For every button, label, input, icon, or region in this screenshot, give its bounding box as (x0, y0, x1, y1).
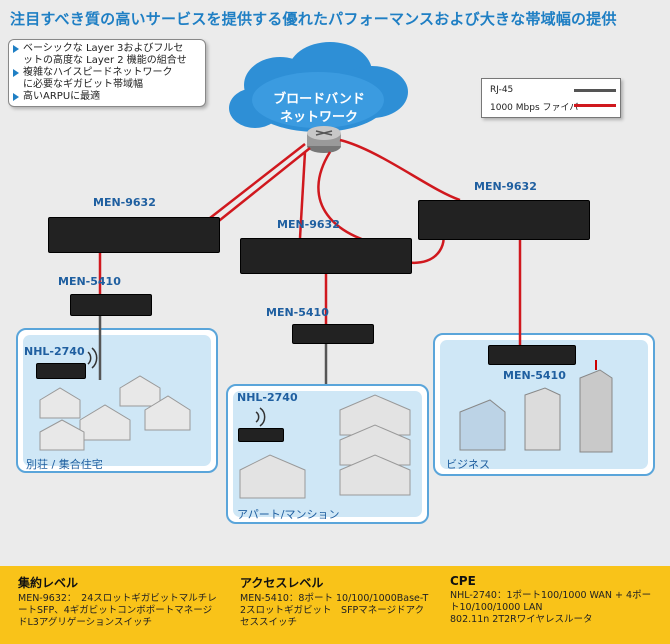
bullet-arrow-icon (13, 69, 19, 77)
device-label: MEN-5410 (266, 306, 329, 319)
office-building-icon (459, 360, 613, 453)
router-icon (307, 126, 341, 153)
bullet-arrow-icon (13, 93, 19, 101)
device-label: MEN-5410 (58, 275, 121, 288)
footer-panel: 集約レベル MEN-9632： 24スロットギガビットマルチレ ートSFP、4ギ… (0, 566, 670, 644)
footer-column: アクセスレベル MEN-5410：8ポート 10/100/1000Base-T … (240, 574, 450, 629)
men9632-left-device (48, 217, 220, 253)
footer-text: NHL-2740：1ポート100/1000 WAN + 4ポー (450, 590, 652, 601)
footer-text: セススイッチ (240, 617, 298, 628)
footer-text: MEN-9632： 24スロットギガビットマルチレ (18, 593, 217, 604)
bullet-arrow-icon (13, 45, 19, 53)
footer-text: 802.11n 2T2Rワイヤレスルータ (450, 614, 593, 625)
men5410-left-device (70, 294, 152, 316)
feature-text: ットの高度な Layer 2 機能の組合せ (23, 55, 187, 66)
zone-label: ビジネス (446, 458, 490, 471)
footer-text: ートSFP、4ギガビットコンボポートマネージ (18, 605, 213, 616)
zone-label: アパート/マンション (237, 508, 340, 521)
men5410-center-device (292, 324, 374, 344)
zone-label: 別荘 / 集合住宅 (26, 458, 103, 471)
feature-text: 高いARPUに最適 (23, 91, 101, 102)
footer-text: ト10/100/1000 LAN (450, 602, 543, 613)
men9632-right-device (418, 200, 590, 240)
cloud-label-line1: ブロードバンド (273, 92, 365, 107)
network-diagram (39, 42, 613, 499)
footer-heading: CPE (450, 574, 476, 588)
men5410-right-device (488, 345, 576, 365)
men9632-center-device (240, 238, 412, 274)
apartment-icon (239, 394, 411, 499)
nhl2740-center-device (238, 428, 284, 442)
footer-column: CPE NHL-2740：1ポート100/1000 WAN + 4ポー ト10/… (450, 574, 665, 626)
nhl2740-left-device (36, 363, 86, 379)
page-title: 注目すべき質の高いサービスを提供する優れたパフォーマンスおよび大きな帯域幅の提供 (10, 10, 617, 28)
device-label: MEN-5410 (503, 369, 566, 382)
feature-text: に必要なギガビット帯域幅 (23, 79, 143, 90)
legend-fiber-swatch (574, 104, 616, 107)
footer-text: MEN-5410：8ポート 10/100/1000Base-T (240, 593, 429, 604)
feature-text: ベーシックな Layer 3およびフルセ (23, 43, 184, 54)
cloud-icon (229, 42, 408, 132)
legend-fiber-label: 1000 Mbps ファイバ (490, 103, 579, 113)
legend-rj45-swatch (574, 89, 616, 92)
feature-item: 複雑なハイスピードネットワークに必要なギガビット帯域幅 (13, 67, 201, 91)
cloud-label-line2: ネットワーク (279, 110, 358, 125)
legend-rj45-label: RJ-45 (490, 85, 514, 95)
feature-item: 高いARPUに最適 (13, 91, 201, 103)
house-icon (39, 375, 191, 451)
legend: RJ-45 1000 Mbps ファイバ (481, 78, 621, 118)
footer-text: 2スロットギガビット SFPマネージドアク (240, 605, 425, 616)
device-label: NHL-2740 (237, 391, 298, 404)
footer-column: 集約レベル MEN-9632： 24スロットギガビットマルチレ ートSFP、4ギ… (18, 574, 238, 629)
device-label: MEN-9632 (93, 196, 156, 209)
device-label: NHL-2740 (24, 345, 85, 358)
footer-heading: アクセスレベル (240, 576, 324, 590)
device-label: MEN-9632 (277, 218, 340, 231)
feature-item: ベーシックな Layer 3およびフルセットの高度な Layer 2 機能の組合… (13, 43, 201, 67)
footer-heading: 集約レベル (18, 576, 79, 590)
device-label: MEN-9632 (474, 180, 537, 193)
wifi-icon (87, 347, 266, 427)
feature-list: ベーシックな Layer 3およびフルセットの高度な Layer 2 機能の組合… (8, 39, 206, 107)
feature-text: 複雑なハイスピードネットワーク (23, 67, 173, 78)
footer-text: ドL3アグリゲーションスイッチ (18, 617, 152, 628)
